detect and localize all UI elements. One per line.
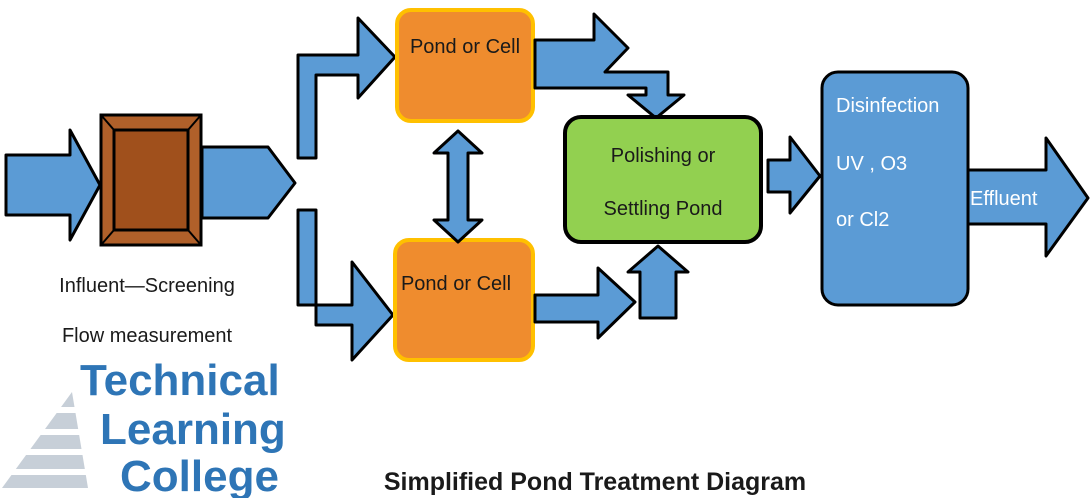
logo-triangle-icon [2, 392, 92, 488]
bottom-pond-riser-arrow [626, 244, 690, 320]
split-arrow-top [296, 16, 397, 160]
polishing-label-line1: Polishing or [611, 145, 716, 167]
logo-line1: Technical [80, 356, 280, 405]
influent-screening-label: Influent—Screening [59, 275, 235, 297]
top-pond-label: Pond or Cell [410, 36, 520, 58]
top-pond-outflow-arrow [533, 12, 686, 120]
bottom-pond-box [393, 238, 535, 362]
bottom-pond-outflow-arrow [533, 266, 637, 340]
polishing-outflow-arrow [766, 135, 822, 215]
split-arrow-bottom [296, 208, 395, 362]
bottom-pond-label: Pond or Cell [401, 273, 511, 295]
screening-outlet-arrow [200, 145, 297, 220]
disinfection-label-line2: UV , O3 [836, 153, 907, 175]
logo-line3: College [120, 452, 279, 498]
pond-exchange-arrow [432, 129, 484, 244]
polishing-label-line2: Settling Pond [604, 198, 723, 220]
logo-line2: Learning [100, 405, 286, 454]
screening-box-icon [99, 113, 203, 247]
diagram-title: Simplified Pond Treatment Diagram [384, 468, 806, 496]
disinfection-label-line1: Disinfection [836, 95, 939, 117]
influent-arrow [4, 128, 102, 242]
disinfection-label-line3: or Cl2 [836, 209, 889, 231]
effluent-arrow [966, 136, 1090, 258]
top-pond-box [395, 8, 535, 123]
flow-measurement-label: Flow measurement [62, 325, 233, 347]
polishing-pond-box [563, 115, 763, 244]
effluent-label: Effluent [970, 188, 1038, 210]
technical-learning-college-logo: Technical Learning College [2, 356, 286, 498]
